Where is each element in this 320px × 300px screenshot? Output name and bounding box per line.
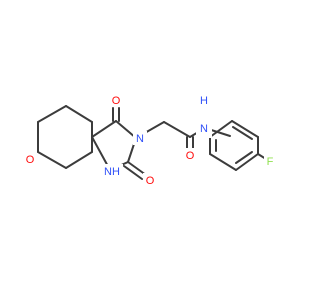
amide-carbonyl-oxygen-label: O <box>186 150 195 162</box>
bond <box>123 165 143 180</box>
fluorine-label: F <box>267 156 274 168</box>
carbonyl-oxygen-lower-label: O <box>146 175 155 187</box>
imide-nitrogen-label: N <box>136 133 144 145</box>
ring-nh-label: NH <box>104 166 120 178</box>
bond <box>37 105 67 123</box>
bond <box>235 153 259 171</box>
bond <box>65 105 93 123</box>
bond <box>65 151 93 169</box>
amide-nh-nitrogen-label: N <box>200 123 208 135</box>
bond <box>231 120 259 138</box>
ring-oxygen-label: O <box>26 154 35 166</box>
molecule-structure: O O N O NH O H N F <box>23 93 276 187</box>
atom-labels: O O N O NH O H N F <box>23 93 276 187</box>
bonds <box>37 105 267 180</box>
bond <box>209 153 237 171</box>
carbonyl-oxygen-upper-label: O <box>112 95 121 107</box>
bond <box>209 120 233 138</box>
bond <box>235 151 253 164</box>
bond <box>91 120 117 138</box>
bond <box>163 121 191 138</box>
bond <box>127 161 147 176</box>
bond <box>37 151 67 169</box>
amide-nh-hydrogen-label: H <box>200 95 208 107</box>
bond <box>232 126 253 140</box>
bond <box>115 120 137 139</box>
